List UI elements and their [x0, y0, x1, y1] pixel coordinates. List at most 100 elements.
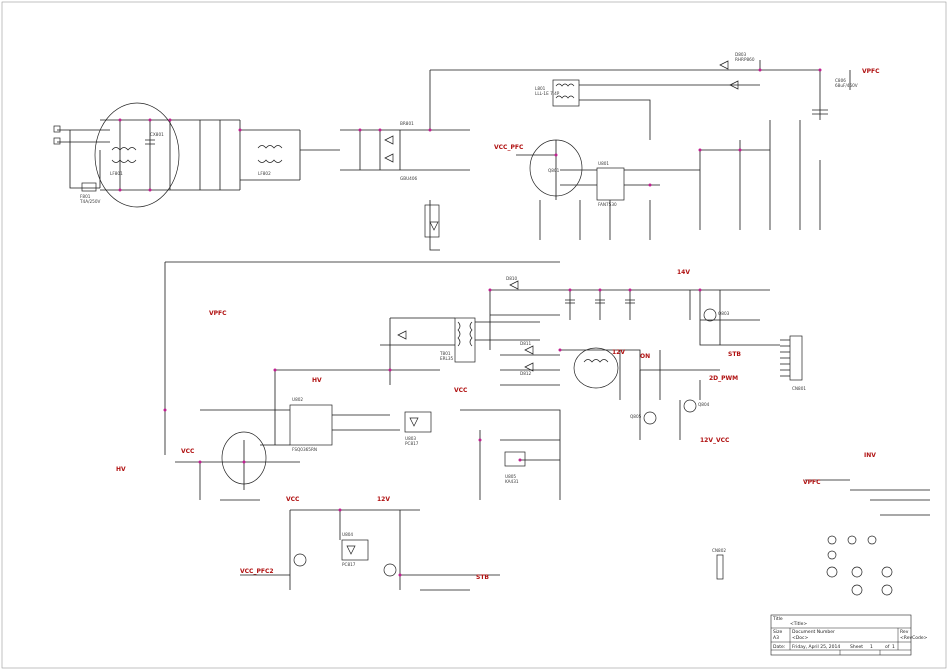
lf801-label: LF801	[110, 171, 123, 176]
l801-label: L801	[535, 86, 546, 91]
input-connector-pin1	[53, 125, 61, 133]
bleeder-diode	[429, 221, 439, 231]
emi-filter-highlight	[94, 102, 180, 208]
output-inductor-highlight	[573, 347, 619, 389]
lf802-label: LF802	[258, 171, 271, 176]
net-labels: VPFC VCC_PFC 14V STB ON 2D_PWM 12V_VCC V…	[116, 68, 880, 581]
title-block: Title <Title> Size A3 Document Number <D…	[770, 614, 928, 656]
flyback-controller-ic	[289, 404, 333, 446]
net-12v-vcc: 12V_VCC	[700, 437, 730, 444]
net-12v-bot: 12V	[377, 496, 390, 503]
u801-value: FAN7530	[598, 202, 617, 207]
optocoupler-u803	[404, 411, 432, 433]
net-hv-b: HV	[116, 466, 126, 473]
bulk-capacitor	[812, 109, 828, 115]
q803-label: Q803	[718, 311, 730, 316]
transistor-q803	[703, 308, 717, 322]
q805-label: Q805	[630, 414, 642, 419]
br801-label: BR801	[400, 121, 414, 126]
output-diode-d812	[524, 362, 534, 372]
br801-value: GBU406	[400, 176, 418, 181]
fuse-value: T4A/250V	[79, 199, 100, 204]
junction-dots	[118, 68, 822, 577]
d810-label: D810	[506, 276, 518, 281]
d803-value: RHRP860	[735, 57, 755, 62]
opto-led-2	[346, 545, 356, 555]
size-value: A3	[773, 635, 779, 641]
net-2d-pwm: 2D_PWM	[709, 375, 738, 382]
of-value: 1	[892, 644, 895, 650]
bridge-rectifier: BR801 GBU406	[340, 70, 470, 251]
optocoupler-u804	[341, 539, 369, 561]
net-on: ON	[640, 353, 650, 360]
snubber-diode	[397, 330, 407, 340]
transistor-standby-2	[383, 563, 397, 577]
output-inductor	[583, 359, 609, 363]
right-misc-wires	[805, 479, 930, 516]
u804-label: U804	[342, 532, 353, 537]
transistor-q805	[643, 411, 657, 425]
cn801-label: CN801	[792, 386, 806, 391]
d812-label: D812	[520, 371, 532, 376]
q804-label: Q804	[698, 402, 710, 407]
rev-value: <RevCode>	[900, 635, 928, 641]
opto-led	[409, 417, 419, 427]
net-vpfc-left: VPFC	[209, 310, 227, 317]
cx801-label: CX801	[150, 132, 164, 137]
q801-label: Q801	[548, 168, 560, 173]
pfc-inductor-core	[552, 79, 580, 107]
x-capacitor-symbol	[145, 139, 155, 145]
bridge-diode-2	[384, 153, 394, 163]
net-vcc-left: VCC	[181, 448, 195, 455]
net-vcc-pfc: VCC_PFC	[494, 144, 524, 151]
connector-cn802	[716, 554, 724, 580]
date-value: Friday, April 25, 2014	[792, 644, 840, 650]
u805-label: U805	[505, 474, 516, 479]
net-vcc-pfc2: VCC_PFC2	[240, 568, 274, 575]
pfc-stage: L801 LLL-1E 7.4P D803 RHRP860 C806 68uF/…	[430, 52, 858, 240]
pfc-boost-diode	[719, 60, 729, 70]
doc-value: <Doc>	[792, 635, 808, 641]
input-connector-pin2	[53, 137, 61, 145]
bleeder-block	[424, 204, 440, 238]
control-section: Q803 Q804 Q805 CN801	[630, 290, 806, 440]
title-value: <Title>	[790, 621, 807, 627]
t801-value: ERL35	[440, 356, 454, 361]
u802-value: FSQ0365RN	[292, 447, 317, 452]
output-diode-d810	[509, 280, 519, 290]
net-inv: INV	[864, 452, 876, 459]
net-14v: 14V	[677, 269, 690, 276]
net-vcc-bot: VCC	[286, 496, 300, 503]
sheet-label: Sheet	[850, 644, 863, 650]
net-hv-a: HV	[312, 377, 322, 384]
pfc-controller-ic	[596, 167, 625, 201]
bridge-diode-1	[384, 135, 394, 145]
net-vpfc-right: VPFC	[803, 479, 821, 486]
main-bus-wire	[164, 261, 560, 455]
flyback-section: T801 ERL35 U802 FSQ0365RN U803 PC817	[175, 317, 540, 501]
u801-label: U801	[598, 161, 609, 166]
standby-switch-circuit: U804 PC817	[240, 509, 500, 591]
cn802-label: CN802	[712, 548, 726, 553]
ac-input-section: F801 T4A/250V LF801 CX801 LF802	[53, 102, 340, 208]
c806-label: C806	[835, 78, 846, 83]
pfc-diode-2	[729, 80, 739, 90]
net-stb-bot: STB	[476, 574, 489, 581]
transistor-standby	[293, 553, 307, 567]
u804-value: PC817	[342, 562, 356, 567]
pfc-inductor-winding	[555, 83, 575, 99]
secondary-outputs: D810 D811 D812 U805 KA431	[460, 276, 770, 500]
date-label: Date:	[773, 644, 785, 650]
output-capacitors-14v	[565, 299, 635, 304]
t801-label: T801	[439, 351, 451, 356]
rev-label: Rev	[900, 629, 909, 635]
of-label: of	[885, 644, 890, 650]
u803-label: U803	[405, 436, 416, 441]
mounting-holes	[826, 535, 893, 596]
common-mode-choke-lf801	[111, 147, 137, 163]
net-vcc-mid: VCC	[454, 387, 468, 394]
d811-label: D811	[520, 341, 532, 346]
fuse-symbol	[81, 182, 97, 192]
net-stb: STB	[728, 351, 741, 358]
